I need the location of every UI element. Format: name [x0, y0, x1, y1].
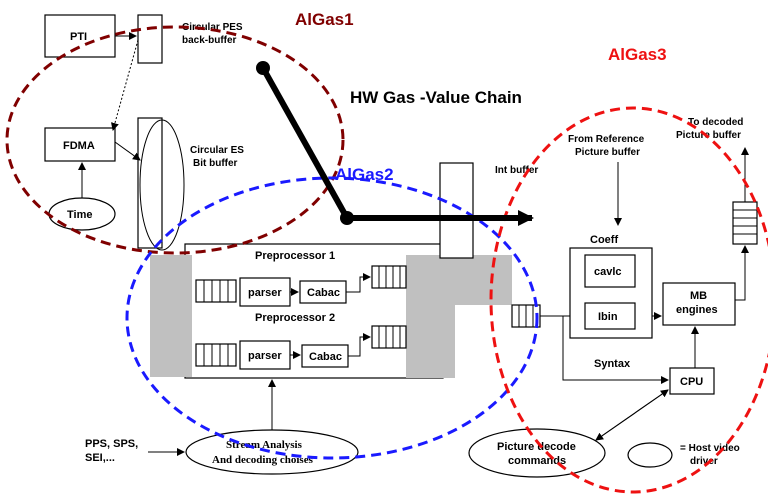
preprocessor1-input-fifo [195, 279, 237, 303]
time-label: Time [67, 209, 92, 221]
parser1-box [239, 277, 291, 307]
diagram-title: HW Gas -Value Chain [350, 88, 522, 107]
fdma-label: FDMA [63, 140, 95, 152]
cavlc-label: cavlc [594, 266, 622, 278]
syntax-line [562, 316, 669, 384]
mb-engines-box [662, 282, 736, 326]
es-buffer-label-1: Circular ES [190, 145, 244, 156]
mb-to-output-fifo [735, 245, 749, 301]
parser2-label: parser [248, 350, 282, 362]
left-gray-block [150, 255, 192, 377]
legend-ellipse [627, 442, 673, 468]
cabac2-to-fifo [348, 333, 371, 357]
algas3-label: AlGas3 [608, 45, 667, 64]
stream-analysis-label-1: Stream Analysis [226, 439, 303, 451]
picture-decode-label-1: Picture decode [497, 441, 576, 453]
pes-buffer-box [137, 14, 163, 64]
from-reference-label-1: From Reference [568, 134, 645, 145]
stream-analysis-label-2: And decoding choises [212, 454, 314, 466]
coeff-label: Coeff [590, 234, 618, 246]
legend-label-1: = Host video [680, 443, 740, 454]
preprocessor1-output-fifo [371, 265, 407, 289]
algas3-boundary [489, 106, 768, 494]
right-gray-block [406, 255, 512, 378]
cavlc-box [584, 254, 636, 288]
es-buffer-ring [139, 119, 185, 251]
decoded-output-fifo [732, 201, 758, 245]
es-buffer-box [137, 117, 163, 249]
pti-box [44, 14, 116, 58]
cabac1-label: Cabac [307, 287, 340, 299]
es-buffer-label-2: Bit buffer [193, 158, 238, 169]
parser2-box [239, 340, 291, 370]
parser1-label: parser [248, 287, 282, 299]
algas1-label: AlGas1 [295, 10, 354, 29]
preprocessor1-label: Preprocessor 1 [255, 250, 335, 262]
pes-buffer-label-1: Circular PES [182, 22, 243, 33]
chain-arrow-diagonal [260, 66, 350, 220]
cpu-to-picture-decode [595, 389, 669, 441]
mb-engines-label-1: MB [690, 290, 707, 302]
cabac2-label: Cabac [309, 351, 342, 363]
ibin-box [584, 302, 636, 330]
algas1-boundary [5, 25, 345, 255]
picture-decode-label-2: commands [508, 455, 566, 467]
algas2-boundary [125, 176, 539, 460]
legend-label-2: driver [690, 456, 718, 467]
to-decoded-label-1: To decoded [688, 117, 743, 128]
cabac1-to-fifo [346, 273, 371, 293]
pps-sps-label-1: PPS, SPS, [85, 438, 138, 450]
from-reference-label-2: Picture buffer [575, 147, 640, 158]
cpu-box [669, 367, 715, 395]
algas2-label: AlGas2 [335, 165, 394, 184]
int-buffer-box [439, 162, 474, 259]
fdma-box [44, 127, 116, 162]
preprocessor2-output-fifo [371, 325, 407, 349]
pps-sps-label-2: SEI,... [85, 452, 115, 464]
pti-label: PTI [70, 31, 87, 43]
preprocessor2-input-fifo [195, 343, 237, 367]
syntax-label: Syntax [594, 358, 631, 370]
cpu-label: CPU [680, 376, 703, 388]
pes-buffer-label-2: back-buffer [182, 35, 237, 46]
picture-decode-ellipse [468, 428, 606, 478]
mb-engines-label-2: engines [676, 304, 718, 316]
fdma-to-es-arrow [114, 141, 141, 161]
int-buffer-label: Int buffer [495, 165, 538, 176]
preprocessor2-label: Preprocessor 2 [255, 312, 335, 324]
ibin-label: Ibin [598, 311, 618, 323]
stream-analysis-ellipse [185, 429, 359, 475]
pes-to-fdma-arrow [111, 39, 139, 131]
